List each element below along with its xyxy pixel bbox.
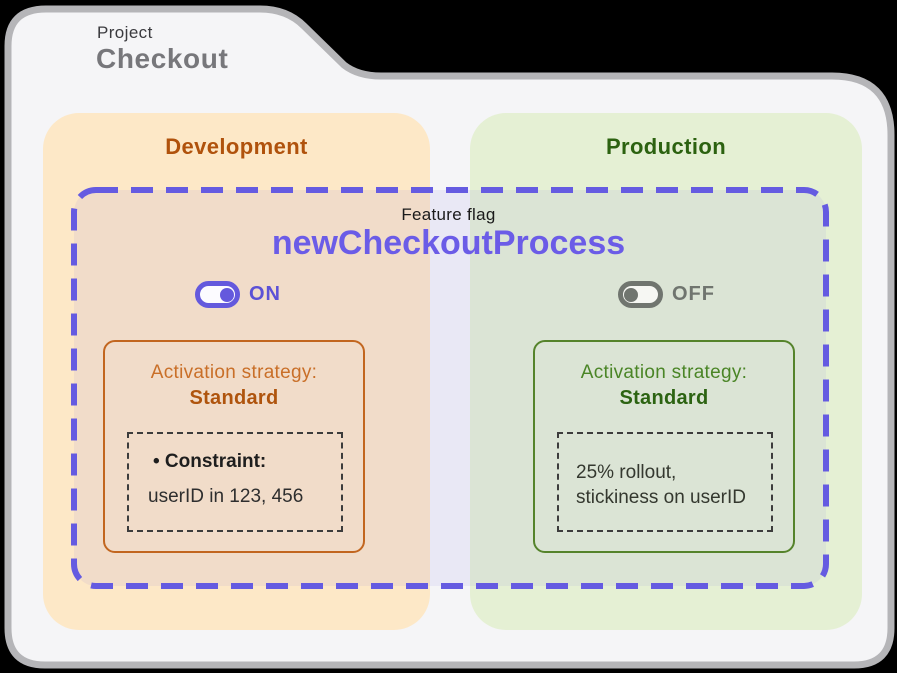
rollout-line: stickiness on userID [576,487,747,508]
feature-flag-name: newCheckoutProcess [271,224,626,262]
strategy-heading: Activation strategy: [150,362,318,383]
strategy-card-production: Activation strategy: Standard 25% rollou… [533,340,795,553]
toggle-production[interactable]: OFF [618,281,715,308]
toggle-on-icon [195,281,240,308]
strategy-type: Standard [189,387,279,409]
constraint-title: • Constraint: [153,451,267,472]
environment-title-development: Development [165,134,308,159]
rollout-box: 25% rollout, stickiness on userID [557,432,773,532]
project-name: Checkout [96,43,229,74]
strategy-heading: Activation strategy: [580,362,748,383]
toggle-development[interactable]: ON [195,281,281,308]
strategy-card-development: Activation strategy: Standard • Constrai… [103,340,365,553]
feature-flag-label: Feature flag [401,205,496,224]
toggle-off-icon [618,281,663,308]
rollout-line: 25% rollout, [576,462,677,483]
constraint-box: • Constraint: userID in 123, 456 [127,432,343,532]
toggle-state-label-production: OFF [672,283,715,305]
toggle-state-label-development: ON [249,283,281,305]
environment-title-production: Production [605,134,727,159]
project-label: Project [97,23,153,42]
toggle-knob [624,287,638,302]
toggle-knob [220,287,234,302]
strategy-type: Standard [619,387,709,409]
constraint-value: userID in 123, 456 [148,486,304,507]
